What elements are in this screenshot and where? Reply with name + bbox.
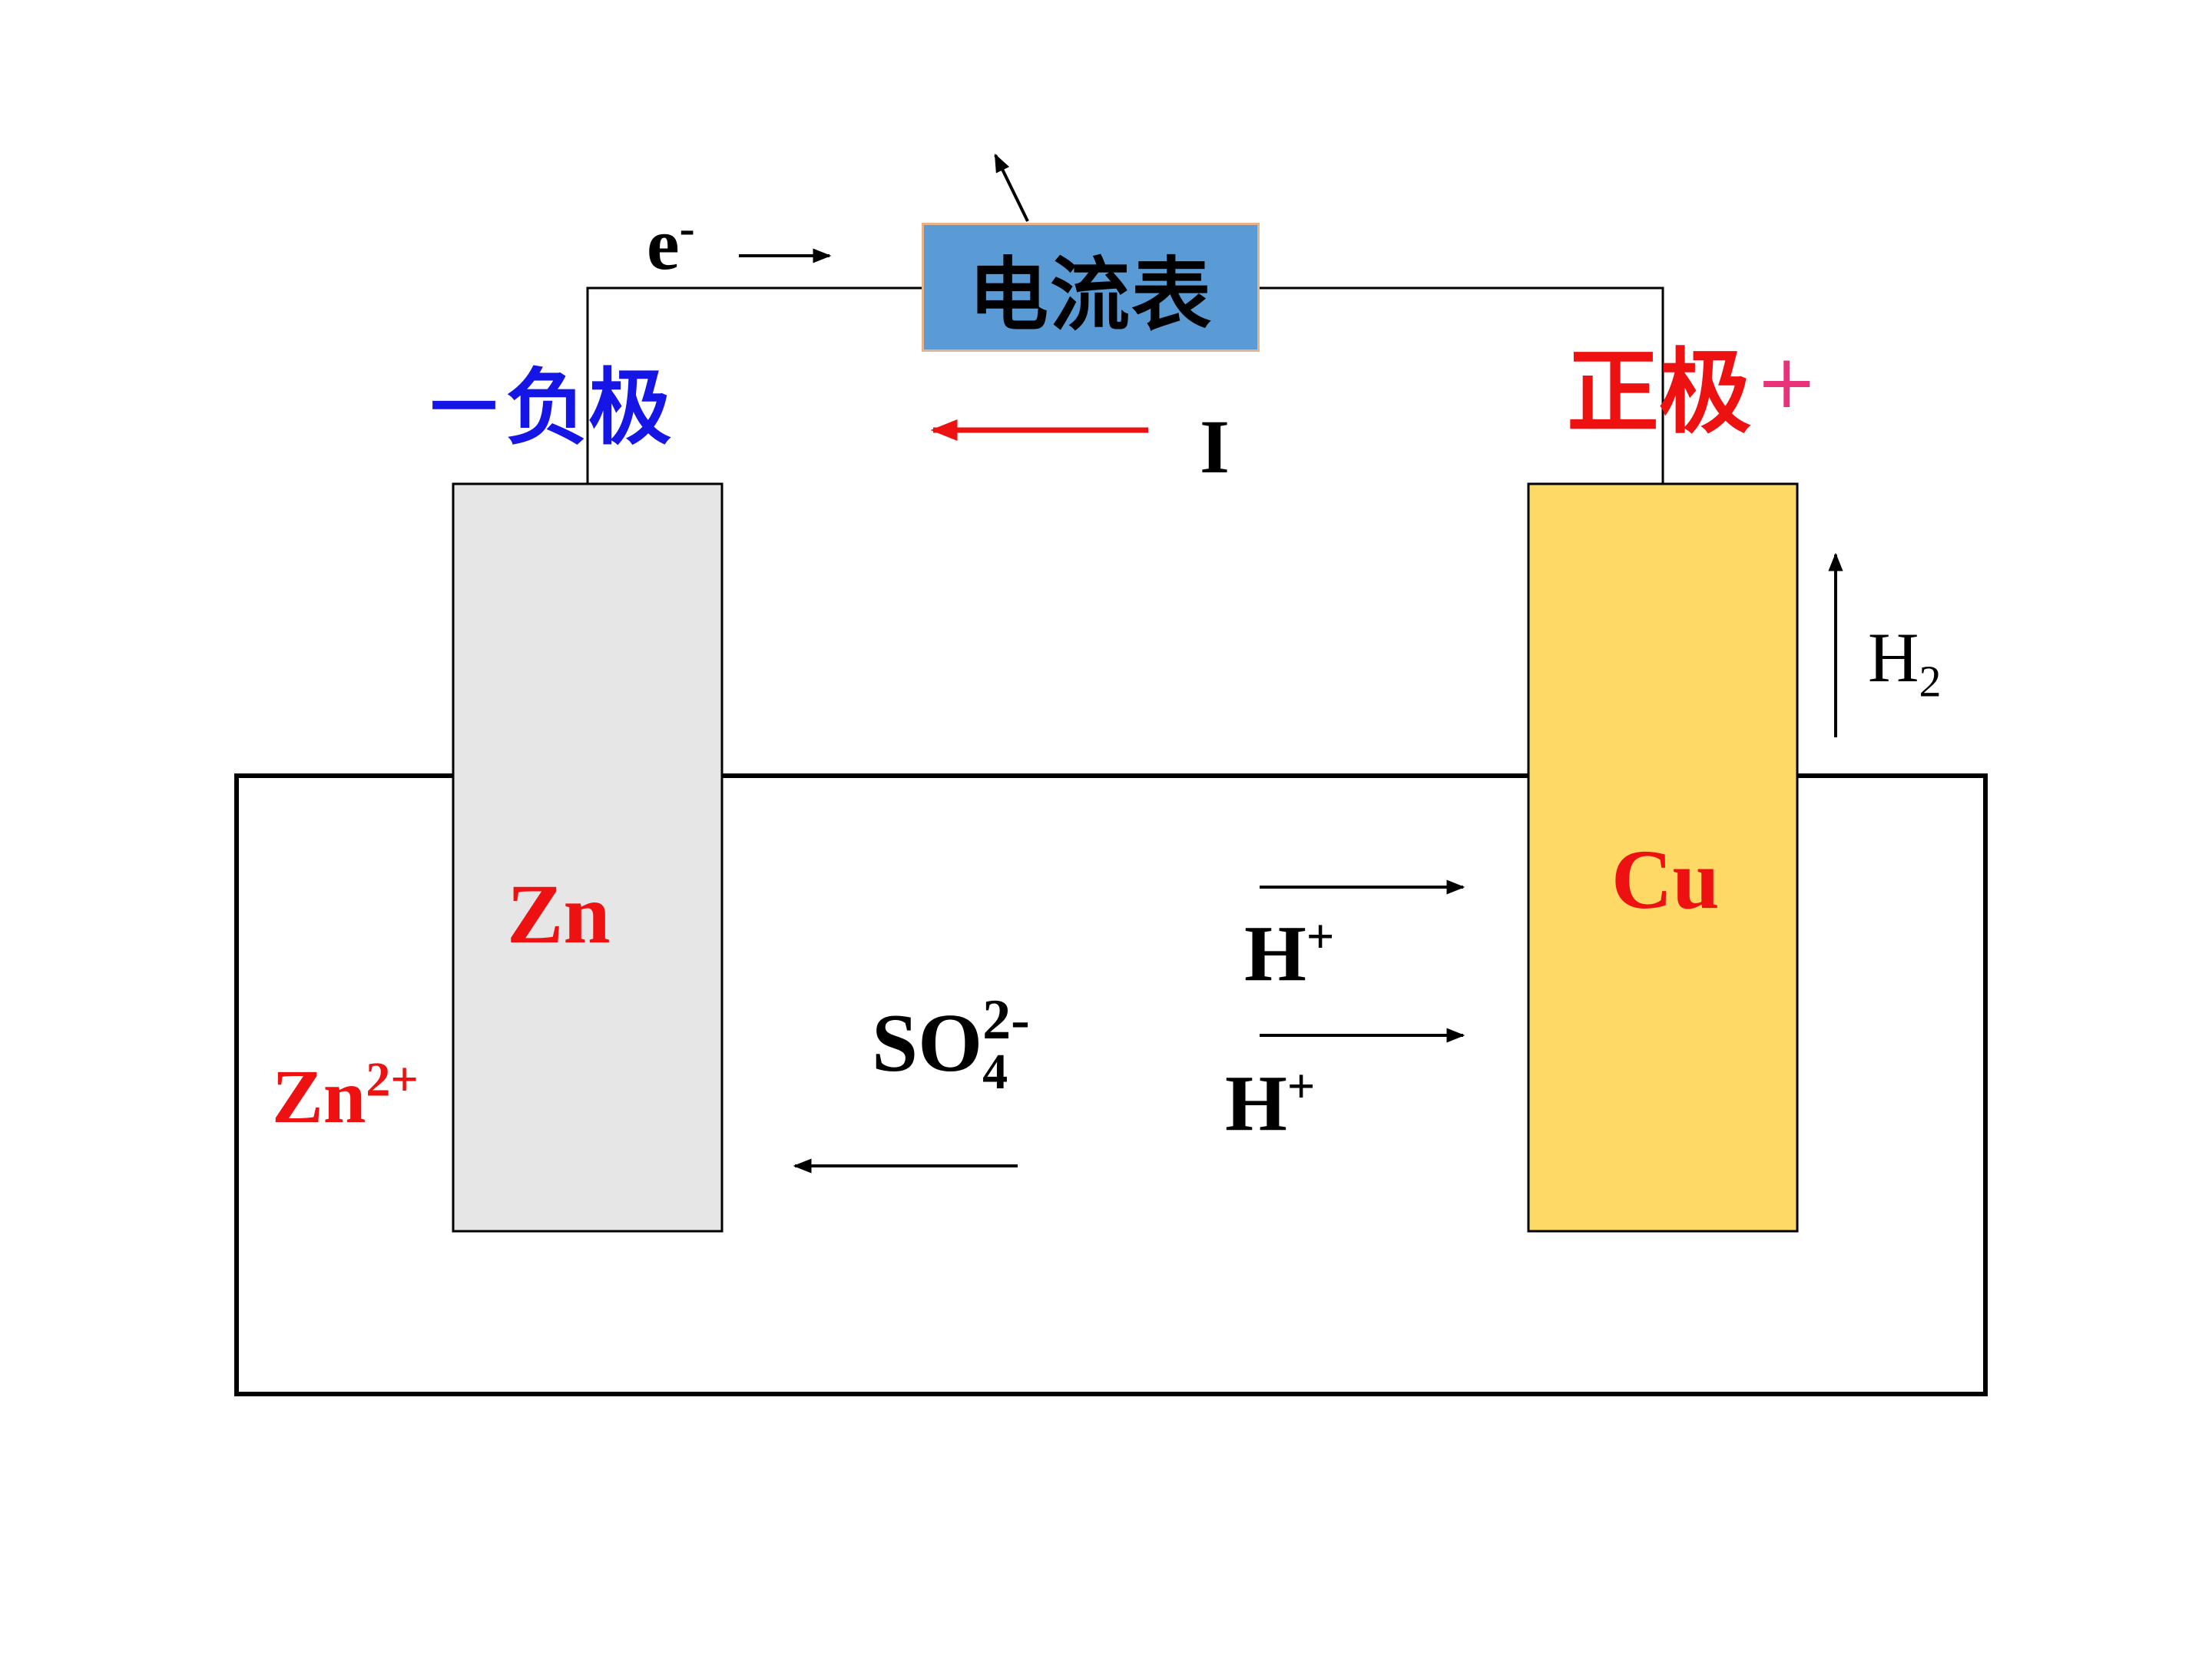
- zinc-electrode: [452, 482, 724, 1233]
- sulfate-charge: 2-: [982, 988, 1030, 1051]
- electron-label: e-: [647, 203, 695, 285]
- ammeter-needle: [994, 153, 1029, 222]
- external-wire-right: [1260, 286, 1664, 484]
- positive-electrode-label: 正极+: [1567, 345, 1817, 439]
- zinc-metal-label: Zn: [507, 867, 611, 961]
- beaker: [234, 773, 1988, 1396]
- copper-metal-label: Cu: [1611, 833, 1720, 926]
- hydrogen-ion-charge-2: +: [1286, 1058, 1316, 1114]
- zinc-ion-label: Zn2+: [272, 1051, 419, 1139]
- ammeter-label: 电流表: [968, 247, 1213, 342]
- negative-sign: －: [422, 360, 506, 456]
- hydrogen-ion-charge-1: +: [1306, 909, 1335, 964]
- sulfate-subscript: 4: [982, 1044, 1008, 1100]
- negative-text: 负极: [505, 360, 672, 456]
- hydrogen-gas-label: H2: [1868, 618, 1942, 707]
- hydrogen-gas-subscript: 2: [1919, 656, 1942, 707]
- negative-electrode-label: －负极: [422, 367, 671, 450]
- hydrogen-ion-label-2: H+: [1225, 1058, 1316, 1147]
- current-label: I: [1200, 404, 1230, 489]
- positive-text: 正极: [1567, 339, 1751, 446]
- electron-charge: -: [679, 203, 695, 253]
- positive-sign: +: [1756, 339, 1818, 425]
- external-wire: [586, 286, 922, 484]
- copper-electrode: [1527, 482, 1799, 1233]
- zinc-ion-charge: 2+: [366, 1051, 419, 1107]
- ammeter: 电流表: [922, 223, 1260, 352]
- hydrogen-ion-label-1: H+: [1244, 909, 1335, 998]
